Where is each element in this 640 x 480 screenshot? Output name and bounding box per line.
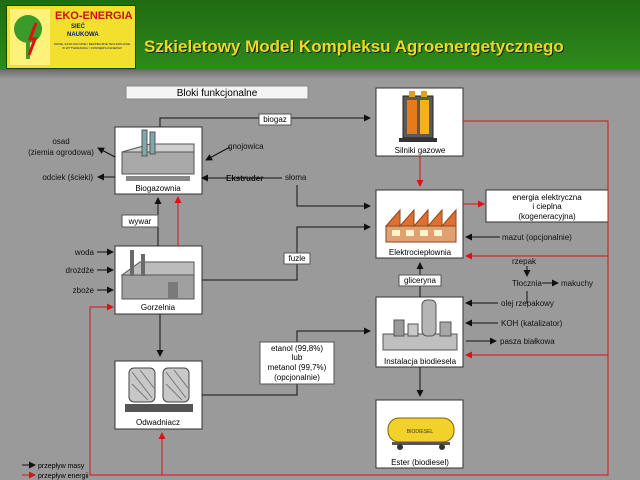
legend-energy-label: przepływ energii [38,473,89,480]
biodiesel-installation-icon [382,299,458,351]
energia-line2: i cieplna [532,202,562,211]
label-biogaz: biogaz [263,115,287,124]
etanol-label-box [259,341,335,385]
block-odwadniacz[interactable]: Odwadniacz [114,360,203,430]
label-drozdze: drożdże [66,266,95,275]
tree-logo-icon [10,9,50,65]
label-pasza: pasza białkowa [500,337,555,346]
energia-line1: energia elektryczna [512,193,582,202]
logo-tagline: NOWE, EKOLOGICZNE I BEZPIECZNE TECHNOLOG… [53,42,131,50]
block-label-ester: Ester (biodiesel) [391,458,449,467]
logo-line3: NAUKOWA [67,32,99,38]
energy-flows [89,120,609,476]
block-silniki[interactable]: Silniki gazowe [375,87,464,157]
biogas-plant-icon [121,129,195,181]
label-rzepak: rzepak [512,257,537,266]
biogaz-label-box [258,113,292,126]
biodiesel-tank-icon: BIODIESEL [387,417,455,450]
block-label-odwadniacz: Odwadniacz [136,418,180,427]
label-etanol-2: lub [292,353,303,362]
legend: przepływ masy przepływ energii [22,461,89,480]
energy-output-box: energia elektryczna i cieplna (kogenerac… [485,189,609,223]
block-label-elektrocieplownia: Elektrociepłownia [389,248,452,257]
eko-energia-logo: EKO-ENERGIA SIEĆ NAUKOWA NOWE, EKOLOGICZ… [6,5,136,69]
logo-line1: EKO-ENERGIA [55,10,133,22]
header-divider [0,70,640,79]
section-label-box [125,85,309,100]
block-ester[interactable]: BIODIESEL Ester (biodiesel) [375,399,464,469]
block-label-silniki: Silniki gazowe [395,146,446,155]
flow-gnojowica [205,146,231,161]
label-makuchy: makuchy [561,279,593,288]
label-sloma: słoma [285,173,307,182]
flow-biogaz [159,114,371,127]
gliceryna-label-box [398,274,442,287]
block-label-gorzelnia: Gorzelnia [141,303,176,312]
logo-line2: SIEĆ [71,24,86,30]
label-koh: KOH (katalizator) [501,319,563,328]
tank-label: BIODIESEL [407,429,434,435]
label-etanol-4: (opcjonalnie) [274,373,320,382]
wywar-label-box [121,214,159,228]
label-woda: woda [74,248,95,257]
block-gorzelnia[interactable]: Gorzelnia [114,245,203,315]
label-osad-2: (ziemia ogrodowa) [28,148,94,157]
fuzle-label-box [283,252,311,265]
gas-engine-icon [399,91,437,142]
power-plant-icon [384,208,457,243]
label-etanol-1: etanol (99,8%) [271,344,323,353]
block-elektrocieplownia[interactable]: Elektrociepłownia [375,189,464,259]
block-label-instalacja: Instalacja biodiesela [384,357,457,366]
label-wywar: wywar [128,217,152,226]
legend-mass-label: przepływ masy [38,463,85,470]
flow-sloma [296,185,371,210]
label-odciek: odciek (ścieki) [42,173,93,182]
flow-osad [97,147,116,158]
label-olej: olej rzepakowy [501,299,554,308]
label-fuzle: fuzle [289,254,306,263]
distillery-icon [120,250,195,300]
block-label-biogazownia: Biogazownia [135,184,181,193]
block-biogazownia[interactable]: Biogazownia [114,126,203,195]
label-tlocznia: Tłocznia [512,279,542,288]
dehydrator-icon [125,367,193,412]
energia-line3: (kogeneracyjna) [518,212,576,221]
label-gliceryna: gliceryna [404,276,437,285]
energy-loop [89,120,609,476]
label-mazut: mazut (opcjonalnie) [502,233,572,242]
page-title: Szkieletowy Model Kompleksu Agroenergety… [144,37,564,56]
block-instalacja[interactable]: Instalacja biodiesela [375,296,464,368]
label-gnojowica: gnojowica [228,142,264,151]
label-osad: osad [52,137,69,146]
label-ekstruder: Ekstruder [226,174,263,183]
section-label: Bloki funkcjonalne [177,88,258,99]
header-bar: EKO-ENERGIA SIEĆ NAUKOWA NOWE, EKOLOGICZ… [0,0,640,70]
label-zboze: zboże [73,286,95,295]
label-etanol-3: metanol (99,7%) [268,363,327,372]
